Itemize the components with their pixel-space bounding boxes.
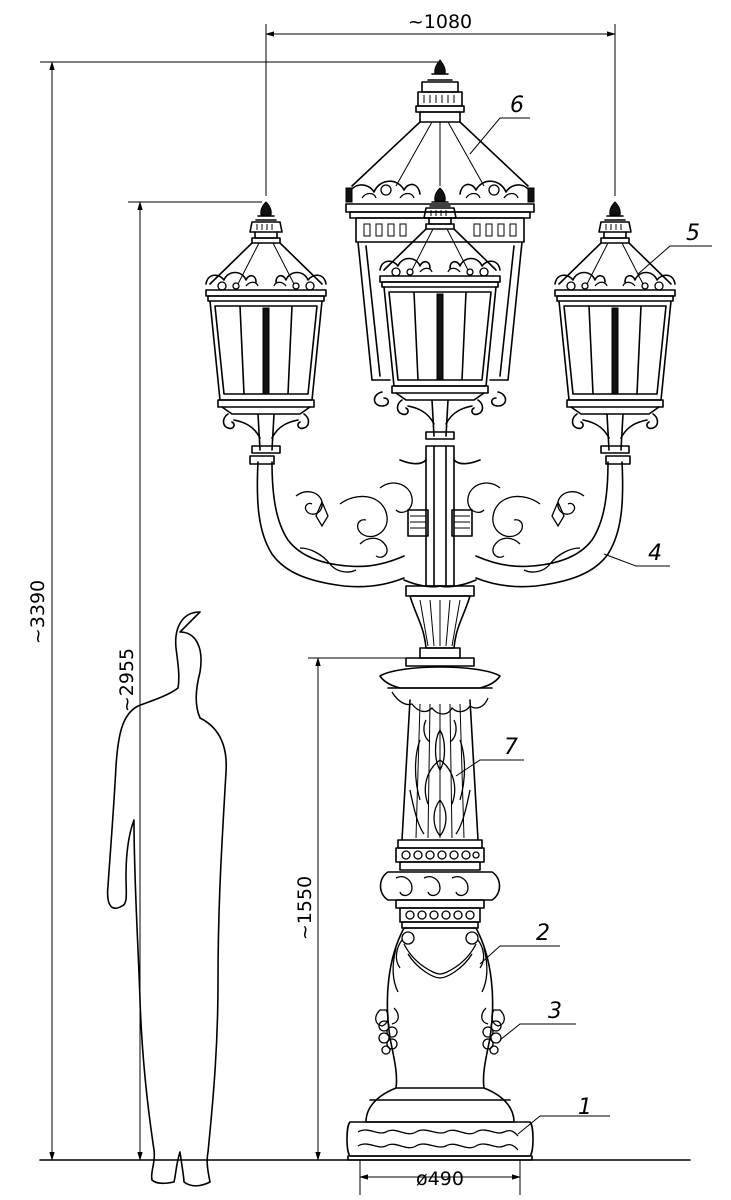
column-capital xyxy=(379,585,501,715)
dimension-lines xyxy=(39,24,691,1195)
base-body xyxy=(365,927,515,1123)
column-shaft xyxy=(395,699,485,871)
callout-6: 6 xyxy=(510,93,524,118)
callout-2: 2 xyxy=(536,921,550,946)
base-diameter-label: ø490 xyxy=(416,1168,464,1190)
callout-5: 5 xyxy=(686,221,700,246)
ornamental-band xyxy=(379,871,501,929)
overall-width-label: ~1080 xyxy=(408,11,472,33)
middle-lantern xyxy=(379,187,501,440)
left-lantern xyxy=(205,201,327,454)
center-lantern xyxy=(345,59,535,407)
callout-4: 4 xyxy=(648,541,662,566)
arm-bracket xyxy=(249,445,631,588)
callout-7: 7 xyxy=(504,735,518,760)
side-lantern-height-label: ~2955 xyxy=(116,648,138,712)
callout-1: 1 xyxy=(578,1095,592,1120)
right-lantern xyxy=(554,201,676,454)
total-height-label: ~3390 xyxy=(27,580,49,644)
human-silhouette xyxy=(106,611,227,1187)
callout-3: 3 xyxy=(548,999,562,1024)
callout-leaders xyxy=(455,117,712,1135)
plinth xyxy=(346,1121,534,1161)
column-height-label: ~1550 xyxy=(294,876,316,940)
